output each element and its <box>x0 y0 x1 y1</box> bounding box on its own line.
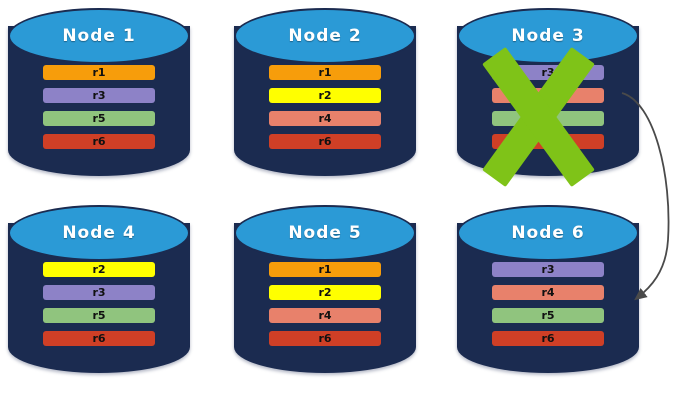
curved-arrow-icon <box>621 92 670 301</box>
cylinder-top <box>457 8 639 64</box>
replica-bar[interactable]: r6 <box>43 134 155 149</box>
replica-bar[interactable]: r4 <box>269 308 381 323</box>
node-card-node-2[interactable]: Node 2 r1 r2 r4 r6 <box>234 8 416 193</box>
replica-bar[interactable]: r3 <box>43 88 155 103</box>
replica-bar[interactable]: r2 <box>43 262 155 277</box>
replica-bar[interactable]: r5 <box>492 308 604 323</box>
replica-bar[interactable]: r4 <box>492 88 604 103</box>
replica-bar[interactable]: r1 <box>43 65 155 80</box>
replica-stack: r1 r3 r5 r6 <box>43 65 155 149</box>
replica-bar[interactable]: r4 <box>269 111 381 126</box>
node-card-node-4[interactable]: Node 4 r2 r3 r5 r6 <box>8 205 190 390</box>
replica-bar[interactable]: r6 <box>43 331 155 346</box>
replica-bar[interactable]: r3 <box>492 262 604 277</box>
cylinder-top <box>8 8 190 64</box>
replica-bar[interactable]: r3 <box>492 65 604 80</box>
node-card-node-1[interactable]: Node 1 r1 r3 r5 r6 <box>8 8 190 193</box>
replica-stack: r1 r2 r4 r6 <box>269 262 381 346</box>
cylinder-top <box>8 205 190 261</box>
replica-bar[interactable]: r6 <box>269 331 381 346</box>
cylinder-top <box>234 205 416 261</box>
replica-stack: r3 r4 r5 r6 <box>492 65 604 149</box>
replica-stack: r2 r3 r5 r6 <box>43 262 155 346</box>
replica-bar[interactable]: r2 <box>269 88 381 103</box>
replica-bar[interactable]: r4 <box>492 285 604 300</box>
replica-bar[interactable]: r6 <box>269 134 381 149</box>
replica-stack: r3 r4 r5 r6 <box>492 262 604 346</box>
replica-bar[interactable]: r1 <box>269 262 381 277</box>
cylinder-top <box>234 8 416 64</box>
arrow-path <box>621 92 670 301</box>
cylinder-top <box>457 205 639 261</box>
node-card-node-6[interactable]: Node 6 r3 r4 r5 r6 <box>457 205 639 390</box>
replica-bar[interactable]: r3 <box>43 285 155 300</box>
replica-bar[interactable]: r6 <box>492 134 604 149</box>
replica-bar[interactable]: r6 <box>492 331 604 346</box>
replica-bar[interactable]: r1 <box>269 65 381 80</box>
replica-bar[interactable]: r5 <box>43 111 155 126</box>
replica-bar[interactable]: r5 <box>492 111 604 126</box>
replica-bar[interactable]: r2 <box>269 285 381 300</box>
node-card-node-5[interactable]: Node 5 r1 r2 r4 r6 <box>234 205 416 390</box>
replica-stack: r1 r2 r4 r6 <box>269 65 381 149</box>
replica-bar[interactable]: r5 <box>43 308 155 323</box>
